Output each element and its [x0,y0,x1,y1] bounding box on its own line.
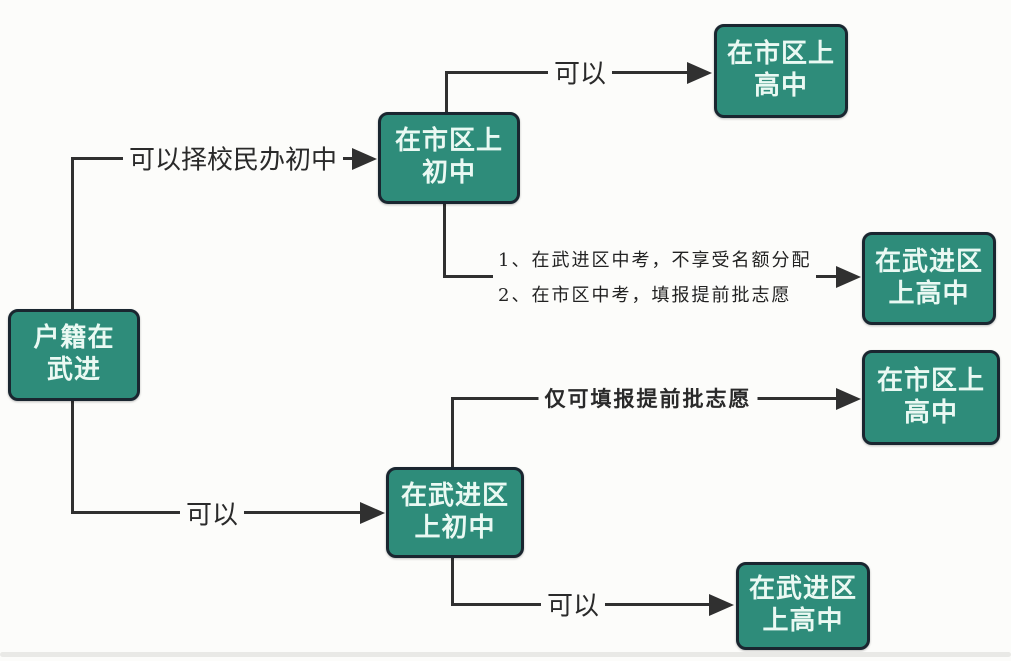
node-senior-in-wujin-bottom-line2: 上高中 [762,606,844,636]
connector-wujin-junior-up [451,397,454,468]
exam-note-line-2: 2、在市区中考，填报提前批志愿 [498,285,792,306]
node-senior-in-city-mid-line1: 在市区上 [876,365,985,396]
connector-to-note [443,275,493,278]
node-junior-in-wujin-line2: 上初中 [414,512,496,543]
node-senior-in-wujin-bottom-line1: 在武进区 [748,574,857,605]
node-senior-in-wujin-mid-line2: 上高中 [888,278,970,309]
node-senior-in-city-mid-line2: 高中 [903,397,958,428]
exam-note-block: 1、在武进区中考，不享受名额分配 2、在市区中考，填报提前批志愿 [498,243,812,313]
connector-city-junior-down [443,204,446,278]
node-senior-in-wujin-mid: 在武进区 上高中 [862,232,996,325]
node-hukou-in-wujin: 户籍在 武进 [8,309,140,401]
node-senior-in-city-mid: 在市区上 高中 [862,350,1000,445]
edge-label-only-advance-batch: 仅可填报提前批志愿 [538,383,758,413]
node-junior-in-city: 在市区上 初中 [378,112,520,204]
arrowhead-to-wujin-junior [360,502,385,524]
connector-hukou-up [71,157,74,310]
arrowhead-to-city-senior-mid [836,388,861,410]
exam-note-line-1: 1、在武进区中考，不享受名额分配 [498,250,812,271]
arrowhead-to-city-senior-top [687,62,712,84]
edge-label-choose-private: 可以择校民办初中 [122,139,344,177]
edge-label-can-left: 可以 [179,494,245,532]
node-senior-in-wujin-bottom: 在武进区 上高中 [736,562,870,650]
edge-label-can-top: 可以 [547,53,613,91]
node-hukou-in-wujin-line1: 户籍在 [33,323,115,354]
arrowhead-to-wujin-senior-mid [836,266,861,288]
node-senior-in-city-top-line1: 在市区上 [726,39,835,70]
node-junior-in-wujin: 在武进区 上初中 [386,467,524,558]
arrowhead-to-wujin-senior-bottom [709,594,734,616]
node-junior-in-city-line2: 初中 [421,158,476,188]
arrowhead-to-city-junior [352,148,377,170]
connector-wujin-junior-down [451,558,454,606]
node-senior-in-city-top-line2: 高中 [753,71,808,101]
node-senior-in-wujin-mid-line1: 在武进区 [874,246,983,277]
node-junior-in-wujin-line1: 在武进区 [400,480,509,511]
edge-label-can-bottom: 可以 [540,585,606,623]
connector-city-junior-up [445,71,448,113]
node-senior-in-city-top: 在市区上 高中 [714,24,848,118]
connector-hukou-down [71,400,74,513]
node-junior-in-city-line1: 在市区上 [394,126,503,157]
bottom-edge-artifact [0,652,1011,657]
node-hukou-in-wujin-line2: 武进 [46,355,101,385]
connector-note-to-wujin-senior [816,275,838,278]
